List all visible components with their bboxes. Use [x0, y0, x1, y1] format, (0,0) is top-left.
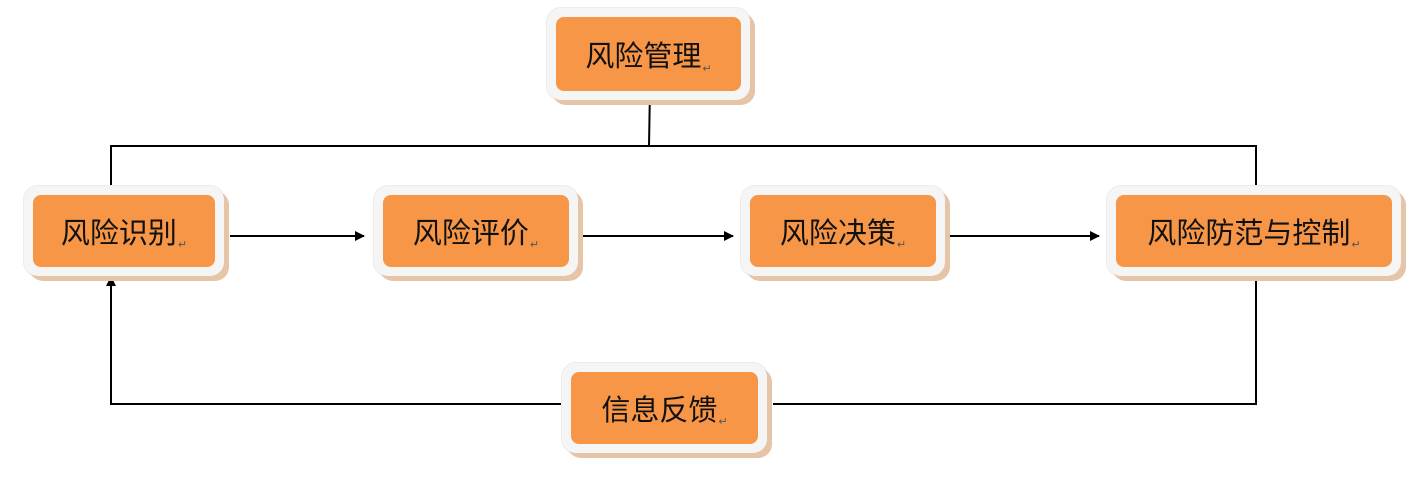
information-feedback-label: 信息反馈 — [601, 393, 718, 427]
management-bracket-line — [110, 145, 1257, 192]
risk-identification-node: 风险识别↵ — [24, 186, 224, 276]
risk-control-box: 风险防范与控制↵ — [1116, 195, 1392, 267]
paragraph-mark-icon: ↵ — [529, 238, 540, 251]
risk-decision-box: 风险决策↵ — [750, 195, 936, 267]
paragraph-mark-icon: ↵ — [1351, 238, 1361, 251]
risk-identification-label: 风险识别 — [60, 216, 177, 250]
risk-evaluation-label: 风险评价 — [412, 216, 529, 250]
paragraph-mark-icon: ↵ — [702, 62, 712, 75]
information-feedback-box: 信息反馈↵ — [571, 372, 758, 444]
risk-decision-label: 风险决策 — [779, 216, 896, 250]
risk-management-node: 风险管理↵ — [547, 8, 750, 100]
risk-control-node: 风险防范与控制↵ — [1107, 186, 1401, 276]
risk-evaluation-box: 风险评价↵ — [383, 195, 569, 267]
risk-management-label: 风险管理 — [585, 39, 702, 73]
risk-management-box: 风险管理↵ — [556, 17, 741, 91]
paragraph-mark-icon: ↵ — [177, 238, 188, 251]
feedback-out-arrow — [106, 276, 563, 405]
paragraph-mark-icon: ↵ — [896, 238, 907, 251]
risk-identification-box: 风险识别↵ — [33, 195, 215, 267]
risk-evaluation-node: 风险评价↵ — [374, 186, 578, 276]
risk-control-label: 风险防范与控制 — [1147, 216, 1351, 250]
information-feedback-node: 信息反馈↵ — [562, 363, 767, 453]
risk-decision-node: 风险决策↵ — [741, 186, 945, 276]
feedback-in-line — [773, 280, 1257, 405]
paragraph-mark-icon: ↵ — [718, 415, 728, 428]
